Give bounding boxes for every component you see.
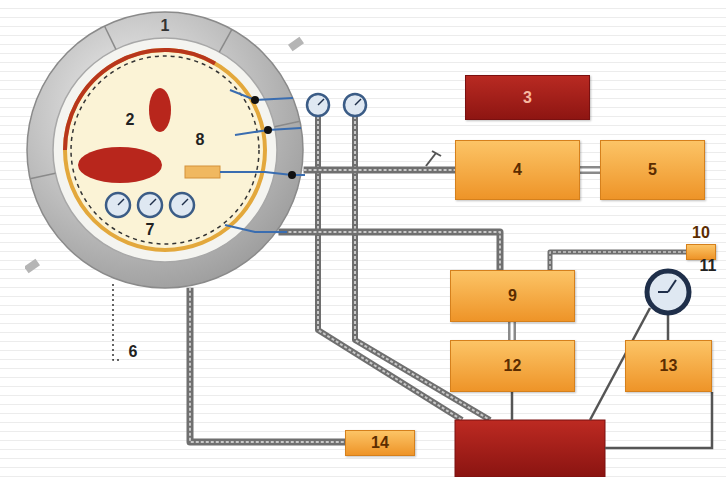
- unit-number: 13: [660, 357, 678, 375]
- unit-box: 13: [625, 340, 712, 392]
- chamber-node: 1: [25, 10, 305, 290]
- pipe-connector: [278, 232, 500, 270]
- unit-box: 4: [455, 140, 580, 200]
- unit-number: 4: [513, 161, 522, 179]
- unit-number: 5: [648, 161, 657, 179]
- unit-number: 12: [504, 357, 522, 375]
- callout-number: 11: [700, 257, 717, 275]
- unit-number: 1: [161, 17, 170, 35]
- double-link: [512, 322, 513, 340]
- control-unit: [455, 420, 605, 477]
- unit-number: 3: [523, 89, 532, 107]
- unit-box: 9: [450, 270, 575, 322]
- unit-number: 14: [371, 434, 389, 452]
- callout-number: 2: [126, 111, 135, 129]
- pipe-connector: [550, 252, 686, 270]
- valve-symbol: [426, 151, 441, 166]
- unit-box: 5: [600, 140, 705, 200]
- unit-number: 9: [508, 287, 517, 305]
- unit-box: 12: [450, 340, 575, 392]
- pipe-connector: [190, 288, 345, 442]
- callout-number: 8: [196, 131, 205, 149]
- callout-number: 7: [146, 221, 155, 239]
- callout-number: 6: [129, 343, 138, 361]
- unit-number: 10: [692, 224, 710, 242]
- double-link: [580, 170, 600, 171]
- unit-box: 14: [345, 430, 415, 456]
- chamber-outline: [25, 10, 305, 290]
- gauge-symbol: [647, 271, 689, 313]
- gauge-symbol: [307, 94, 366, 116]
- leader-line: [113, 284, 121, 360]
- unit-box: 3: [465, 75, 590, 120]
- pipe-connector: [304, 170, 455, 171]
